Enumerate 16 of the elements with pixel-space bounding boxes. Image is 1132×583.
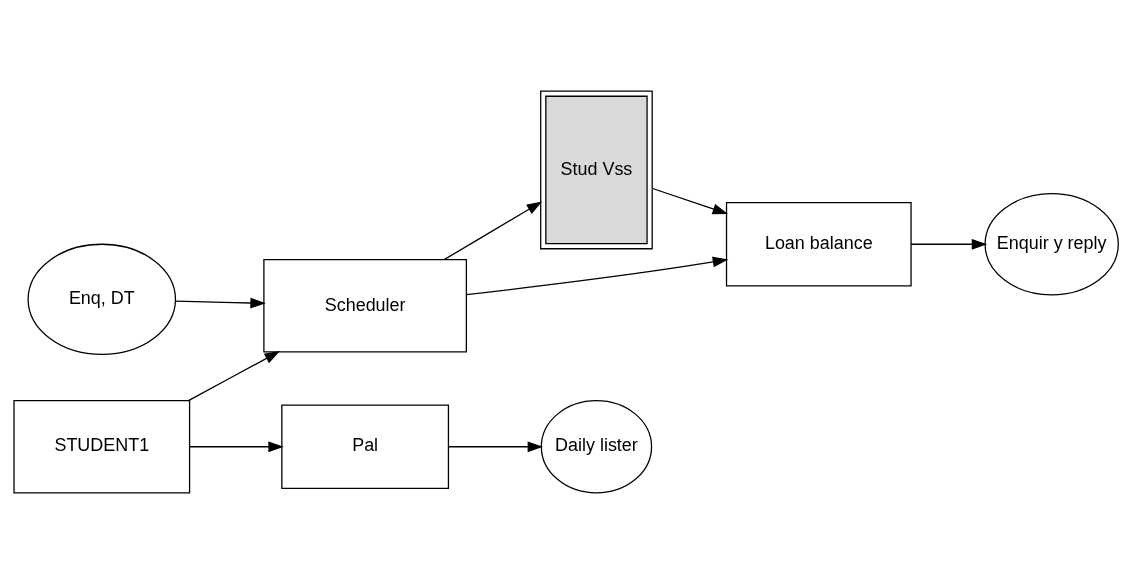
node-box: STUDENT1 bbox=[13, 399, 191, 493]
node-ellipse: Enquir y reply bbox=[984, 192, 1119, 295]
arrow bbox=[448, 440, 544, 452]
arrow bbox=[465, 256, 729, 295]
arrow bbox=[189, 440, 284, 452]
arrow bbox=[175, 297, 266, 308]
node-box: Scheduler bbox=[263, 258, 467, 353]
arrow bbox=[443, 200, 543, 260]
node-ellipse: Enq, DT bbox=[27, 243, 177, 355]
arrow bbox=[187, 350, 280, 401]
node-box: Stud Vss bbox=[540, 90, 653, 249]
node-box: Loan balance bbox=[725, 201, 912, 287]
node-box: Pal bbox=[281, 403, 450, 489]
arrow bbox=[910, 238, 988, 250]
node-ellipse: Daily lister bbox=[540, 399, 653, 493]
arrow bbox=[652, 187, 728, 214]
